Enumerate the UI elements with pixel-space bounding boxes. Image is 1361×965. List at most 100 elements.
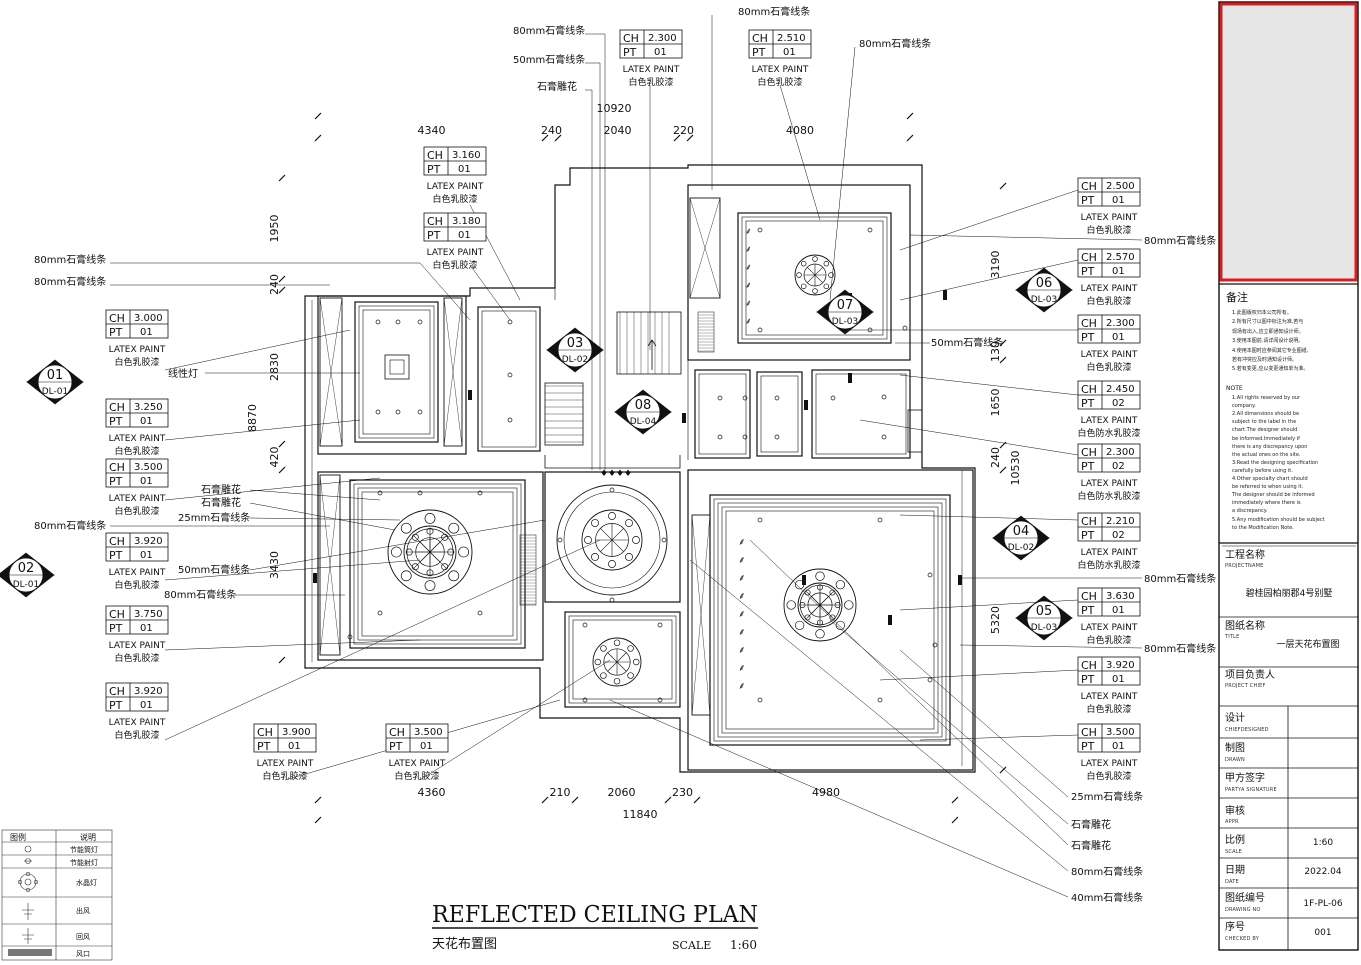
ceiling-recess [713,498,947,742]
dimension-value: 230 [672,786,693,799]
tag-pt-value: 01 [458,230,471,241]
bath-ceiling [698,373,747,455]
note-en-line: there is any discrepancy upon [1232,443,1308,450]
wall-lamp-icon: ⸙ [745,227,752,237]
callout-label: 80mm石膏线条 [34,519,106,532]
title-scale-label: SCALE [672,939,711,952]
date-value: 2022.04 [1304,867,1342,877]
downlight-icon [347,634,353,640]
tag-material: LATEX PAINT [109,568,166,578]
downlight-icon [757,327,763,333]
tag-ch-label: CH [1081,383,1097,396]
tag-pt-label: PT [623,46,637,59]
section-number: 03 [567,336,584,351]
tag-ch-label: CH [1081,590,1097,603]
tag-ch-value: 3.500 [1106,727,1135,738]
callout-label: 80mm石膏线条 [859,37,931,50]
leader-lines [110,15,1143,898]
chandelier-icon [592,637,642,687]
ceiling-recess [358,305,435,439]
tag-ch-value: 3.250 [134,402,163,413]
tag-material-cn: 白色乳胶漆 [1086,634,1131,646]
downlight-icon [377,490,383,496]
note-en-line: immediately where there is [1232,500,1301,507]
tag-material: LATEX PAINT [1081,213,1138,223]
tag-pt-value: 01 [1112,741,1125,752]
downlight-icon [417,409,423,415]
tag-material: LATEX PAINT [752,65,809,75]
date-label: 日期 [1225,865,1245,876]
tag-material-cn: 白色防水乳胶漆 [1077,559,1140,571]
tag-material: LATEX PAINT [257,759,314,769]
tag-ch-value: 3.500 [134,462,163,473]
outer-wall [304,164,976,773]
section-number: 01 [47,368,64,383]
dimension-value: 3190 [989,251,1002,279]
tag-material: LATEX PAINT [109,345,166,355]
scale-value: 1:60 [1312,838,1334,848]
tag-ch-value: 3.500 [414,727,443,738]
ceiling-feature [389,359,405,375]
ceiling-recess [745,220,884,336]
note-en-line: a discrepancy. [1232,508,1268,515]
note-en-line: subject to the label in the [1232,419,1297,426]
dimension-total: 10920 [597,102,632,115]
wall-stub [907,409,923,453]
wall-lamp-icon: ⸙ [738,555,746,566]
tag-pt-value: 01 [458,164,471,175]
ceiling-recess [354,301,439,443]
tag-material-cn: 白色乳胶漆 [114,356,159,368]
title-main: REFLECTED CEILING PLAN [432,902,758,928]
chandelier-icon [794,254,836,296]
tag-pt-label: PT [1081,265,1095,278]
note-en-line: 1.All rights reserved by our [1232,395,1301,401]
tag-pt-label: PT [1081,529,1095,542]
wall-lamp-icon: ⸙ [745,263,752,273]
dimension-value: 5320 [989,606,1002,634]
section-ref: DL-03 [1031,623,1058,633]
chief-label-en: PROJECT CHIEF [1225,683,1266,689]
dimension-value: 420 [268,447,281,468]
tag-ch-value: 2.300 [648,33,677,44]
tag-material-cn: 白色乳胶漆 [114,729,159,741]
section-number: 02 [18,561,35,576]
floor-plan-geometry: ⸙⸙⸙⸙⸙⸙♦♦♦♦⸙⸙⸙⸙⸙⸙⸙⸙⸙ [304,164,976,773]
chief-label: 项目负责人 [1225,670,1275,681]
tag-ch-label: CH [109,461,125,474]
downlight-icon [375,409,381,415]
callout-label: 80mm石膏线条 [1071,865,1143,878]
section-number: 05 [1036,604,1053,619]
tag-ch-value: 3.900 [282,727,311,738]
callout-label: 80mm石膏线条 [34,253,106,266]
drawing-name-label-en: TITLE [1225,634,1240,640]
tag-ch-label: CH [1081,446,1097,459]
section-number: 07 [837,298,854,313]
title-block-frame [1218,1,1359,951]
appr-label-en: APPR [1225,819,1239,825]
downlight-icon [881,394,887,400]
tag-pt-label: PT [1081,194,1095,207]
dimension-value: 240 [989,447,1002,468]
downlight-icon [507,417,513,423]
tag-material: LATEX PAINT [109,494,166,504]
supply-vent-icon [22,903,34,920]
callout-label: 40mm石膏线条 [1071,891,1143,904]
callout-label: 石膏雕花 [201,483,241,496]
tag-material: LATEX PAINT [1081,479,1138,489]
callout-label: 石膏雕花 [1071,818,1111,831]
tag-ch-value: 3.630 [1106,591,1135,602]
tag-ch-value: 2.450 [1106,384,1135,395]
wall-lamp-icon: ⸙ [745,245,752,255]
tag-pt-value: 01 [140,416,153,427]
downlight-icon [609,597,615,603]
tag-pt-label: PT [1081,460,1095,473]
tag-ch-value: 3.920 [134,686,163,697]
tag-material-cn: 白色乳胶漆 [1086,295,1131,307]
downlight-icon [877,517,883,523]
legend-label-1: 节能筒灯 [70,845,98,854]
tag-material: LATEX PAINT [1081,284,1138,294]
